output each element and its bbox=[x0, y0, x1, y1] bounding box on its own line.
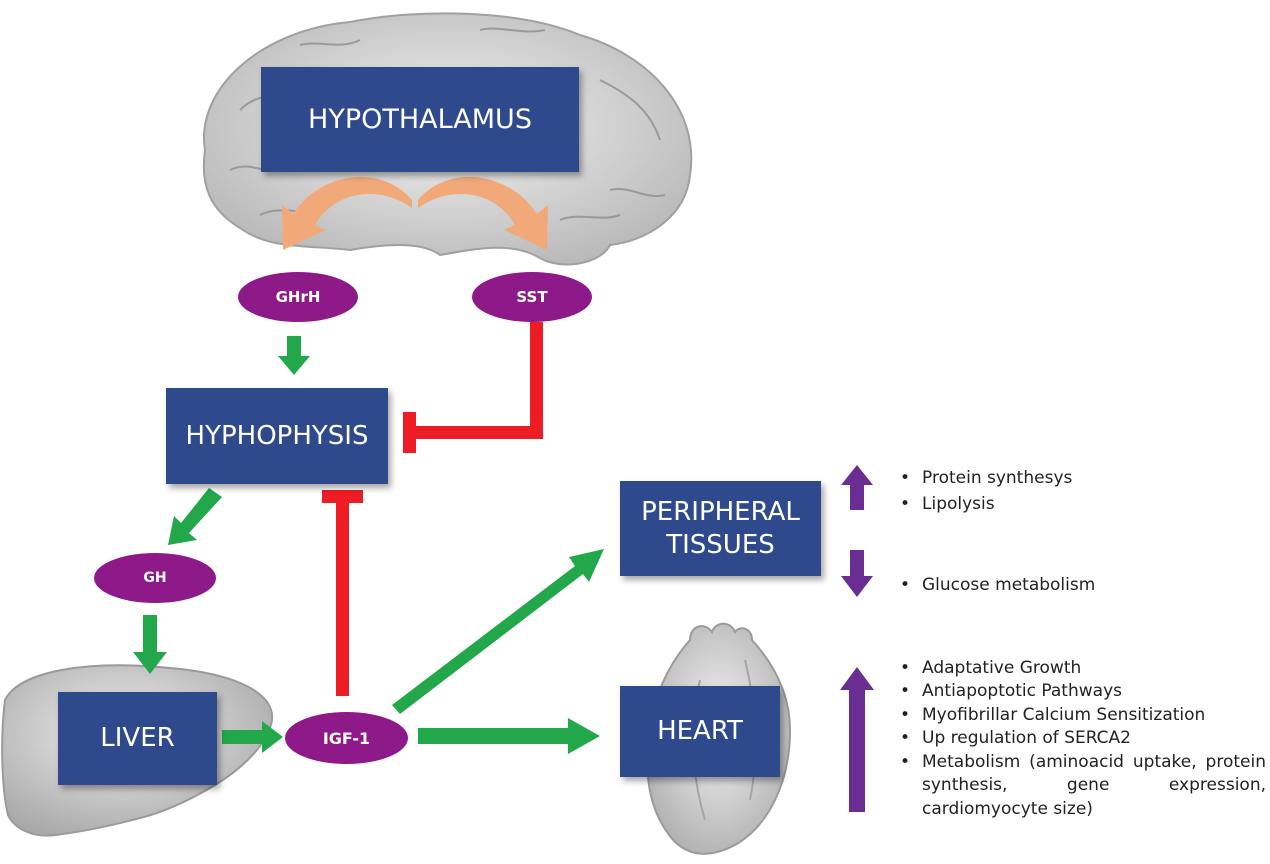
peripheral-up-effects: Protein synthesys Lipolysis bbox=[898, 466, 1258, 517]
gh-oval: GH bbox=[94, 553, 216, 603]
stimulate-arrows bbox=[133, 336, 604, 754]
peripheral-down-effects: Glucose metabolism bbox=[898, 573, 1258, 599]
list-item: Adaptative Growth bbox=[898, 657, 1266, 681]
list-item: Metabolism (aminoacid uptake, protein sy… bbox=[898, 751, 1266, 821]
igf1-label: IGF-1 bbox=[322, 728, 371, 748]
hyphophysis-label: HYPHOPHYSIS bbox=[185, 420, 369, 451]
heart-box: HEART bbox=[620, 686, 780, 777]
release-arrows bbox=[282, 176, 548, 250]
peripheral-tissues-label: PERIPHERAL TISSUES bbox=[641, 497, 800, 560]
gh-label: GH bbox=[143, 570, 167, 586]
inhibit-lines bbox=[322, 322, 543, 696]
list-item: Myofibrillar Calcium Sensitization bbox=[898, 704, 1266, 728]
hyphophysis-box: HYPHOPHYSIS bbox=[166, 388, 388, 484]
heart-label: HEART bbox=[657, 716, 743, 747]
sst-oval: SST bbox=[472, 272, 592, 322]
heart-up-arrow bbox=[840, 667, 874, 812]
ghrh-oval: GHrH bbox=[238, 272, 358, 322]
liver-label: LIVER bbox=[100, 723, 175, 754]
list-item: Up regulation of SERCA2 bbox=[898, 727, 1266, 751]
sst-label: SST bbox=[516, 288, 548, 306]
list-item: Lipolysis bbox=[898, 492, 1258, 518]
list-item: Glucose metabolism bbox=[898, 573, 1258, 599]
hypothalamus-box: HYPOTHALAMUS bbox=[261, 67, 579, 172]
ghrh-label: GHrH bbox=[275, 288, 321, 306]
heart-effects: Adaptative Growth Antiapoptotic Pathways… bbox=[898, 657, 1266, 821]
igf1-oval: IGF-1 bbox=[285, 712, 408, 764]
hypothalamus-label: HYPOTHALAMUS bbox=[308, 103, 532, 135]
peripheral-tissues-box: PERIPHERAL TISSUES bbox=[620, 481, 821, 576]
liver-box: LIVER bbox=[58, 692, 217, 785]
list-item: Protein synthesys bbox=[898, 466, 1258, 492]
effect-arrows bbox=[840, 465, 874, 812]
peripheral-up-arrow bbox=[841, 465, 873, 510]
peripheral-down-arrow bbox=[841, 550, 873, 597]
list-item: Antiapoptotic Pathways bbox=[898, 680, 1266, 704]
